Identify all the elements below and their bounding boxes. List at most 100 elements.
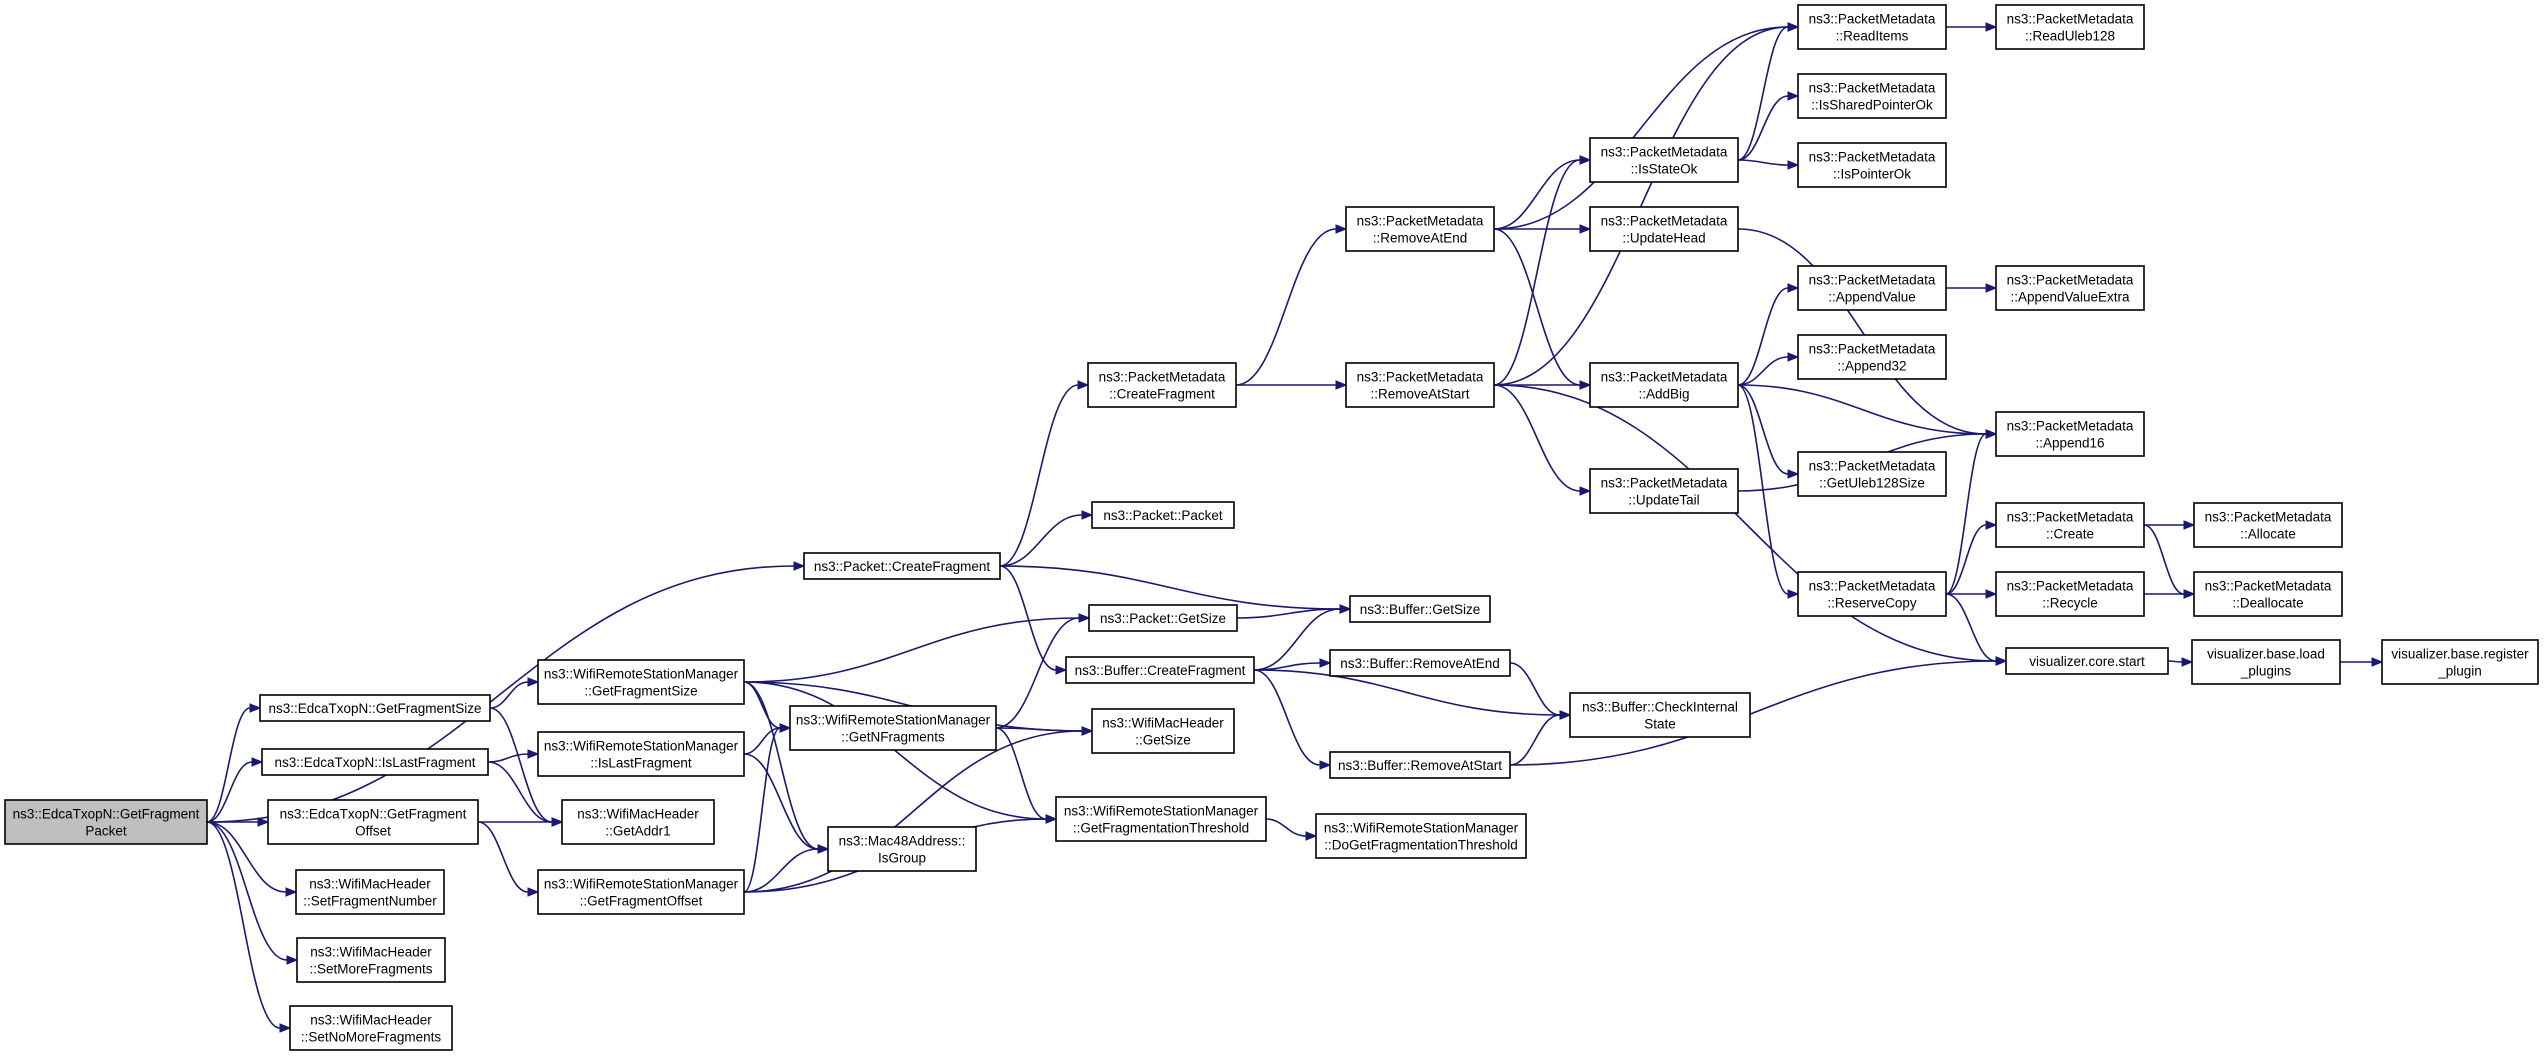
edge-line (1253, 608, 1341, 671)
node-pm-addbig[interactable]: ns3::PacketMetadata::AddBig (1589, 362, 1739, 408)
node-vis-core-start[interactable]: visualizer.core.start (2005, 647, 2169, 675)
edge-pm-addbig-to-pm-append32 (1737, 352, 1800, 386)
node-buffer-createfrag[interactable]: ns3::Buffer::CreateFragment (1065, 656, 1255, 684)
node-label: ::GetFragmentSize (584, 684, 697, 699)
node-label: ns3::WifiMacHeader (1102, 716, 1224, 731)
node-wrsm-getfragsize[interactable]: ns3::WifiRemoteStationManager::GetFragme… (537, 659, 745, 705)
node-buffer-removeatend[interactable]: ns3::Buffer::RemoveAtEnd (1329, 649, 1511, 677)
node-wrsm-getfragthresh[interactable]: ns3::WifiRemoteStationManager::GetFragme… (1055, 796, 1267, 842)
node-box (537, 659, 745, 705)
edge-line (995, 727, 1047, 820)
arrowhead (1081, 510, 1094, 520)
node-pm-isstateok[interactable]: ns3::PacketMetadata::IsStateOk (1589, 137, 1739, 183)
edge-pm-recycle-to-pm-deallocate (2144, 589, 2196, 599)
edge-line (1737, 356, 1789, 386)
edge-line (999, 384, 1079, 567)
arrowhead (1078, 613, 1091, 623)
node-packet-packet[interactable]: ns3::Packet::Packet (1091, 501, 1235, 529)
edge-pm-removeatstart-to-pm-readitems (1493, 22, 1800, 386)
node-label: ns3::WifiMacHeader (577, 807, 699, 822)
node-box (1065, 656, 1255, 684)
node-label: ns3::PacketMetadata (2007, 510, 2134, 525)
node-box (1995, 502, 2145, 548)
node-pm-updatehead[interactable]: ns3::PacketMetadata::UpdateHead (1589, 206, 1739, 252)
node-vis-base-registerplugin[interactable]: visualizer.base.register_plugin (2381, 639, 2539, 685)
node-box (1091, 501, 1235, 529)
node-box (2381, 639, 2539, 685)
node-label: State (1644, 717, 1676, 732)
node-vis-base-loadplugins[interactable]: visualizer.base.load _plugins (2191, 639, 2341, 685)
node-pm-createfrag[interactable]: ns3::PacketMetadata::CreateFragment (1087, 362, 1237, 408)
edge-pm-create-to-pm-deallocate (2143, 524, 2196, 599)
node-buffer-getsize[interactable]: ns3::Buffer::GetSize (1349, 595, 1491, 623)
arrowhead (249, 703, 262, 713)
node-pm-readuleb128[interactable]: ns3::PacketMetadata::ReadUleb128 (1995, 4, 2145, 50)
node-pm-getuleb128size[interactable]: ns3::PacketMetadata::GetUleb128Size (1797, 451, 1947, 497)
node-pm-appendvalue[interactable]: ns3::PacketMetadata::AppendValue (1797, 265, 1947, 311)
node-label: ns3::PacketMetadata (1809, 12, 1936, 27)
node-label: ::UpdateHead (1622, 231, 1705, 246)
node-pm-allocate[interactable]: ns3::PacketMetadata::Allocate (2193, 502, 2343, 548)
node-mac48-isgroup[interactable]: ns3::Mac48Address::IsGroup (827, 826, 977, 872)
node-pm-removeatstart[interactable]: ns3::PacketMetadata::RemoveAtStart (1345, 362, 1495, 408)
node-label: _plugins (2240, 664, 2292, 679)
node-wmh-setmore[interactable]: ns3::WifiMacHeader::SetMoreFragments (296, 937, 446, 983)
node-wrsm-dogetfragthresh[interactable]: ns3::WifiRemoteStationManager::DoGetFrag… (1315, 813, 1527, 859)
node-label: ::Deallocate (2232, 596, 2303, 611)
node-wrsm-getfragoffset[interactable]: ns3::WifiRemoteStationManager::GetFragme… (537, 869, 745, 915)
arrowhead (1339, 604, 1352, 614)
arrowhead (1787, 22, 1800, 32)
node-packet-getsize[interactable]: ns3::Packet::GetSize (1088, 604, 1238, 632)
node-edca-islast[interactable]: ns3::EdcaTxopN::IsLastFragment (261, 748, 489, 776)
node-pm-readitems[interactable]: ns3::PacketMetadata::ReadItems (1797, 4, 1947, 50)
node-pm-reservecopy[interactable]: ns3::PacketMetadata::ReserveCopy (1797, 571, 1947, 617)
arrowhead (1787, 352, 1800, 362)
node-packet-createfrag[interactable]: ns3::Packet::CreateFragment (803, 552, 1001, 580)
edge-pm-updatehead-to-pm-append16 (1737, 228, 1998, 439)
node-wmh-setfragnum[interactable]: ns3::WifiMacHeader::SetFragmentNumber (295, 869, 445, 915)
node-pm-issharedptrok[interactable]: ns3::PacketMetadata::IsSharedPointerOk (1797, 73, 1947, 119)
edge-pm-reservecopy-to-vis-core-start (1945, 593, 2008, 666)
node-label: visualizer.base.load (2207, 647, 2325, 662)
node-label: ::Create (2046, 527, 2094, 542)
node-edca-getfragsize[interactable]: ns3::EdcaTxopN::GetFragmentSize (259, 694, 491, 722)
node-wmh-setnomore[interactable]: ns3::WifiMacHeader::SetNoMoreFragments (289, 1005, 453, 1051)
node-label: ns3::WifiRemoteStationManager (1324, 821, 1519, 836)
node-pm-updatetail[interactable]: ns3::PacketMetadata::UpdateTail (1589, 468, 1739, 514)
node-label: ::AppendValue (1828, 290, 1916, 305)
arrowhead (1579, 380, 1592, 390)
node-edca-getfragoffset[interactable]: ns3::EdcaTxopN::GetFragmentOffset (267, 799, 479, 845)
edge-line (2167, 660, 2183, 663)
node-pm-appendvalueextra[interactable]: ns3::PacketMetadata::AppendValueExtra (1995, 265, 2145, 311)
node-label: ns3::PacketMetadata (2007, 12, 2134, 27)
node-wmh-getaddr1[interactable]: ns3::WifiMacHeader::GetAddr1 (561, 799, 715, 845)
node-label: ns3::Buffer::RemoveAtStart (1338, 758, 1502, 773)
arrowhead (1559, 710, 1572, 720)
arrowhead (1335, 380, 1348, 390)
node-buffer-removeatstart[interactable]: ns3::Buffer::RemoveAtStart (1329, 751, 1511, 779)
node-label: ns3::EdcaTxopN::GetFragment (13, 807, 200, 822)
node-pm-append32[interactable]: ns3::PacketMetadata::Append32 (1797, 334, 1947, 380)
node-label: ::GetAddr1 (605, 824, 670, 839)
node-wrsm-islast[interactable]: ns3::WifiRemoteStationManager::IsLastFra… (537, 731, 745, 777)
node-pm-deallocate[interactable]: ns3::PacketMetadata::Deallocate (2193, 571, 2343, 617)
node-label: ns3::PacketMetadata (1601, 370, 1728, 385)
edge-buffer-createfrag-to-buffer-removeatstart (1253, 669, 1332, 770)
arrowhead (2183, 520, 2196, 530)
arrowhead (1305, 831, 1318, 841)
node-pm-recycle[interactable]: ns3::PacketMetadata::Recycle (1995, 571, 2145, 617)
edge-root-to-edca-getfragsize (206, 703, 262, 823)
node-label: ns3::PacketMetadata (1809, 459, 1936, 474)
node-pm-removeatend[interactable]: ns3::PacketMetadata::RemoveAtEnd (1345, 206, 1495, 252)
node-pm-create[interactable]: ns3::PacketMetadata::Create (1995, 502, 2145, 548)
node-label: ns3::PacketMetadata (2205, 579, 2332, 594)
node-wmh-getsize[interactable]: ns3::WifiMacHeader::GetSize (1091, 708, 1235, 754)
node-wrsm-getnfrags[interactable]: ns3::WifiRemoteStationManager::GetNFragm… (789, 705, 997, 751)
node-box (537, 869, 745, 915)
node-pm-append16[interactable]: ns3::PacketMetadata::Append16 (1995, 411, 2145, 457)
node-pm-ispointerok[interactable]: ns3::PacketMetadata::IsPointerOk (1797, 142, 1947, 188)
edge-wrsm-getnfrags-to-packet-getsize (995, 613, 1091, 729)
edge-line (489, 681, 529, 709)
